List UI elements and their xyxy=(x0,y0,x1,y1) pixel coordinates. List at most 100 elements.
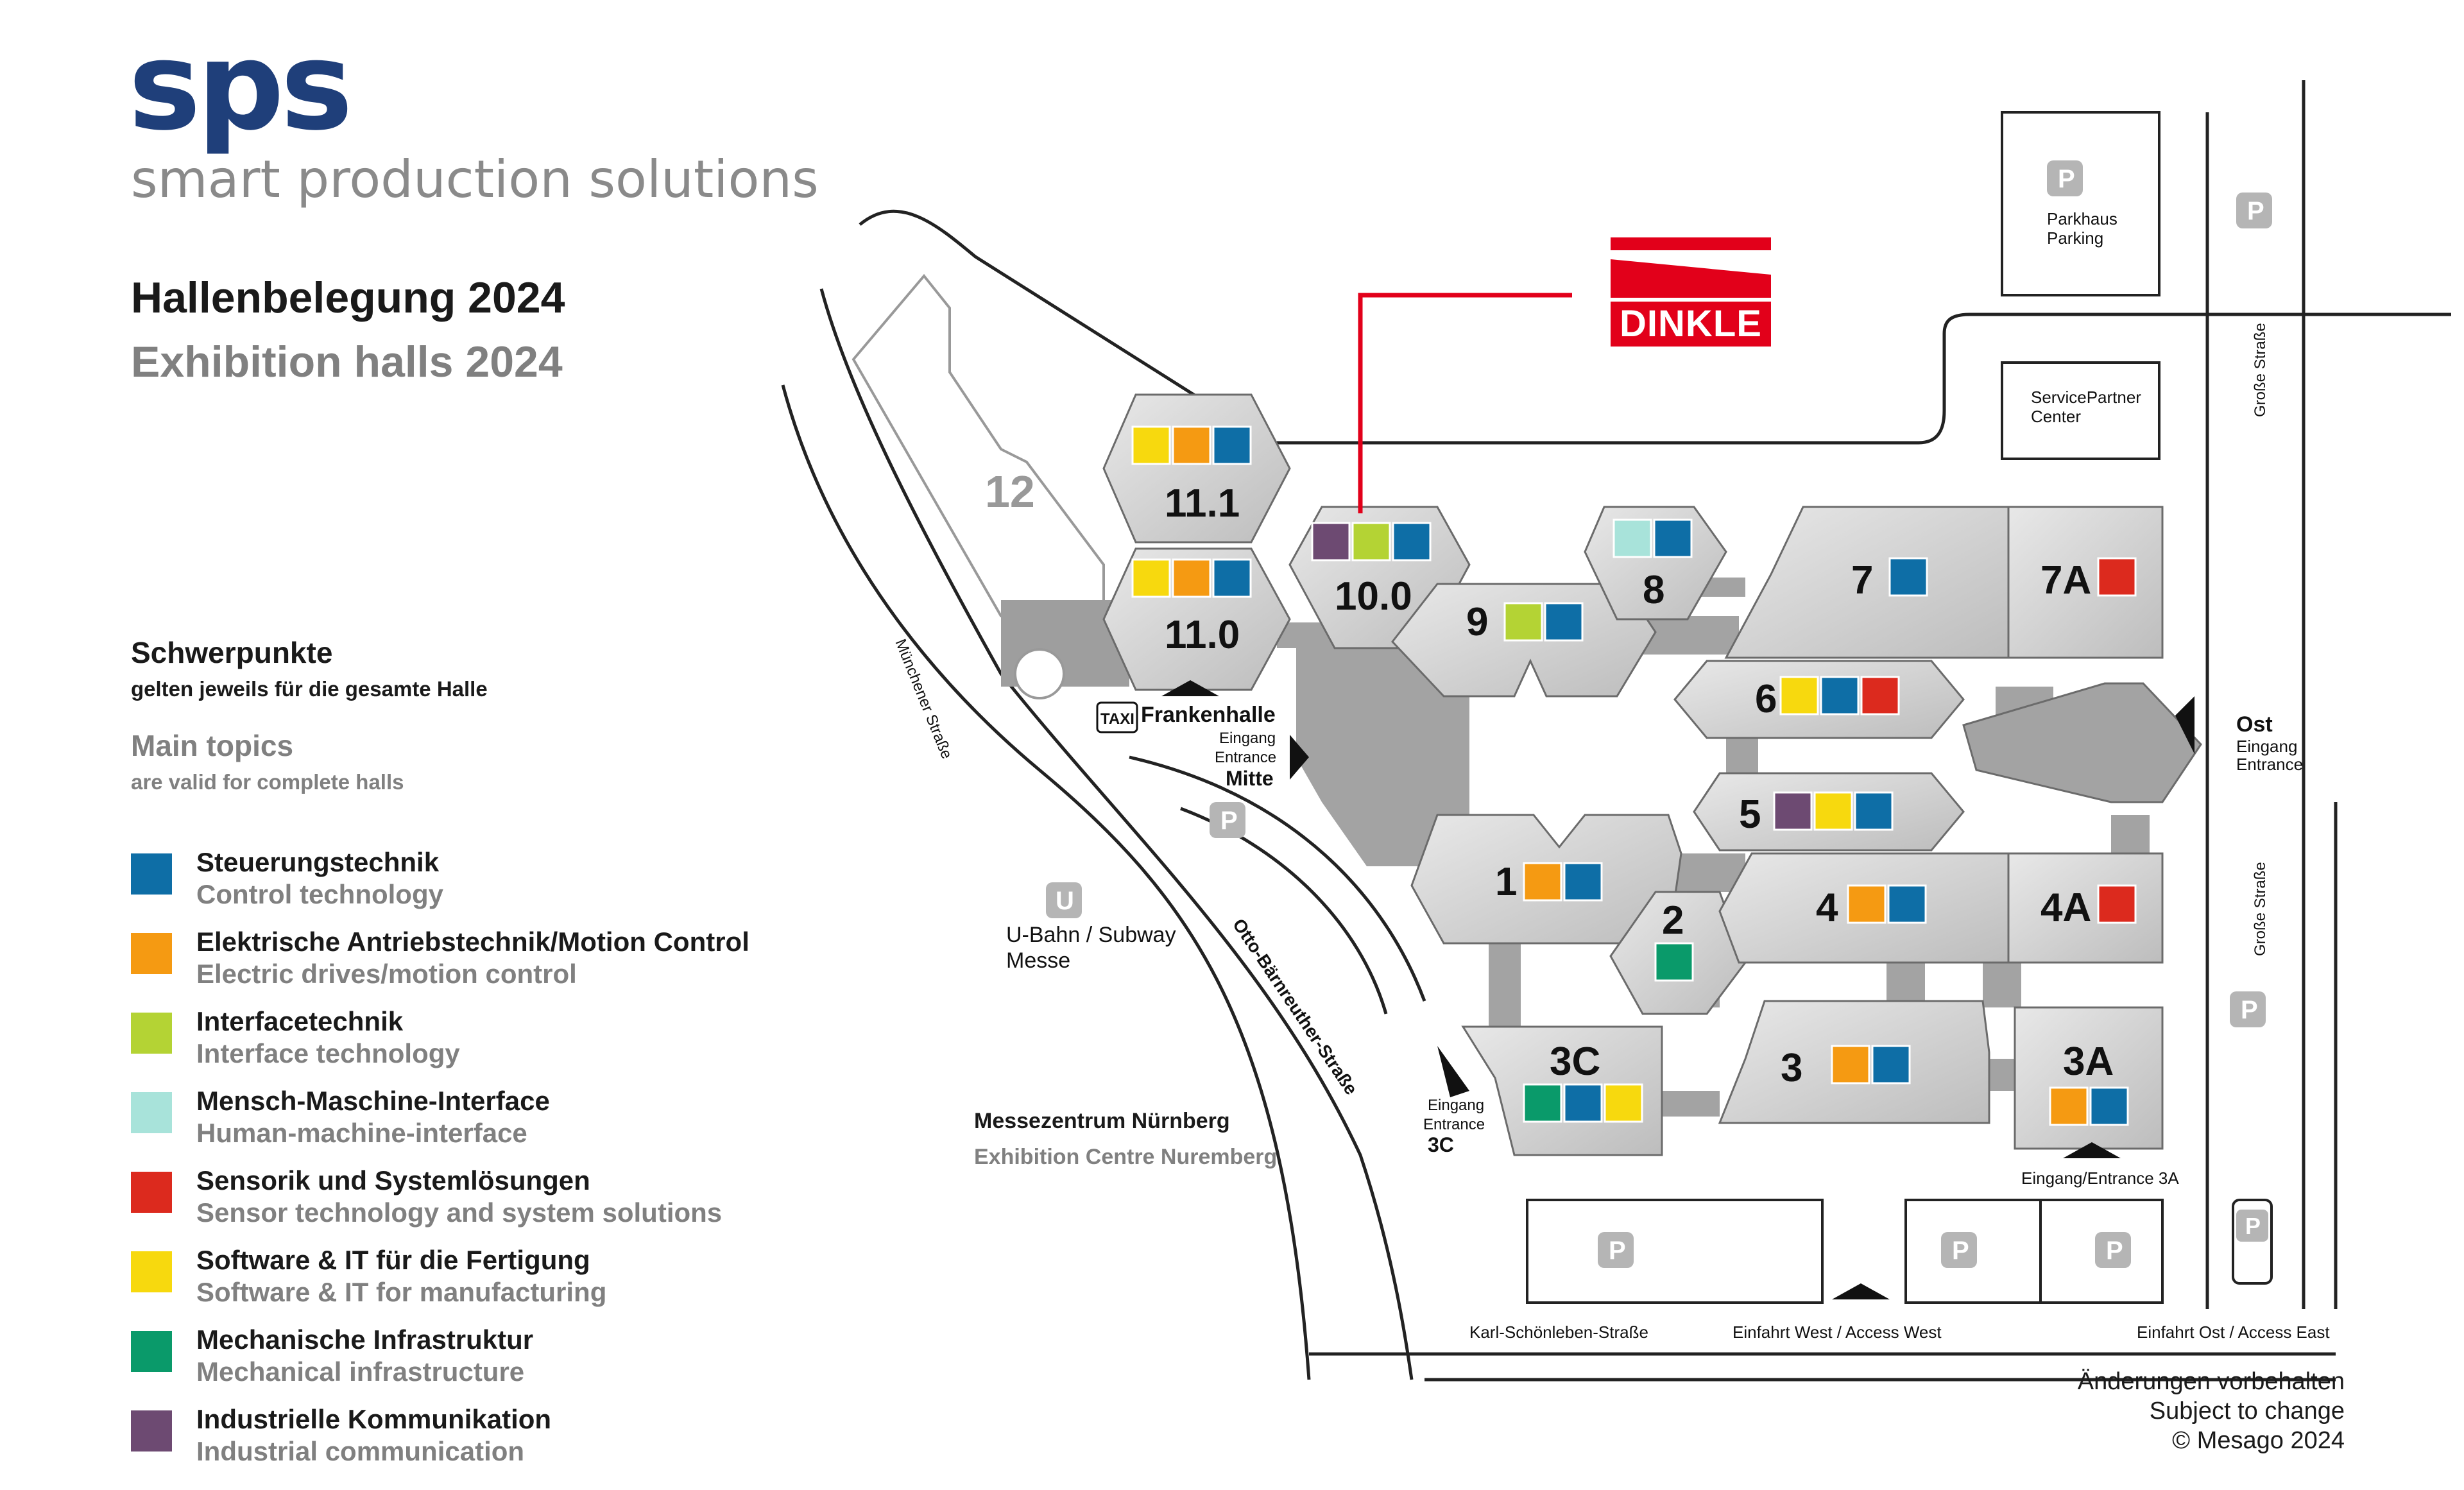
topic-swatch xyxy=(1563,862,1603,902)
svg-text:P: P xyxy=(2245,1213,2261,1239)
legend-label: Interfacetechnik xyxy=(196,1006,404,1036)
topic-swatch xyxy=(1131,425,1171,465)
logo-subtitle: smart production solutions xyxy=(131,150,819,209)
hall-4a-label: 4A xyxy=(2041,886,2091,930)
focus-subheading: gelten jeweils für die gesamte Halle xyxy=(131,677,488,701)
dinkle-logo-bar xyxy=(1611,237,1771,250)
hall-3a-label: 3A xyxy=(2063,1040,2114,1084)
servicepartner-label: ServicePartner xyxy=(2031,388,2141,407)
legend-swatch xyxy=(131,1092,172,1133)
road-north xyxy=(859,209,1220,413)
entrance-ost-label: Ost xyxy=(2236,712,2273,737)
topic-swatch xyxy=(1847,884,1887,924)
legend-label-en: Sensor technology and system solutions xyxy=(196,1197,723,1228)
topic-swatch xyxy=(1831,1045,1870,1084)
hall-4-label: 4 xyxy=(1816,886,1838,930)
topic-swatch xyxy=(1860,676,1900,715)
hall-10-0-label: 10.0 xyxy=(1335,574,1412,619)
topic-swatch xyxy=(2049,1086,2089,1126)
legend-label-en: Software & IT for manufacturing xyxy=(196,1277,607,1307)
focus-subheading-en: are valid for complete halls xyxy=(131,770,404,794)
topic-swatch xyxy=(1212,425,1252,465)
legend-label: Steuerungstechnik xyxy=(196,847,440,877)
topic-swatch xyxy=(1871,1045,1911,1084)
topic-legend: Steuerungstechnik Control technology Ele… xyxy=(131,847,927,1484)
footer-line-3: © Mesago 2024 xyxy=(2172,1427,2345,1454)
road-otto-outer xyxy=(781,384,1311,1380)
hall-12-rotunda xyxy=(1014,648,1065,699)
svg-text:P: P xyxy=(1220,807,1238,835)
hall-8-label: 8 xyxy=(1643,568,1664,612)
topic-swatch xyxy=(1351,522,1391,561)
p-sign: P xyxy=(1210,802,1245,838)
hall-shapes xyxy=(1102,393,2202,1156)
entrance-frankenhalle-arrow xyxy=(1161,680,1219,696)
grosse-strasse-label-2: Große Straße xyxy=(2252,862,2269,956)
hall-12: 12 xyxy=(851,273,1129,699)
u-bahn-sign: U xyxy=(1046,882,1082,918)
parking-lot-west xyxy=(1526,1199,1824,1304)
footer-line-1: Änderungen vorbehalten xyxy=(2077,1368,2345,1395)
road-muenchener xyxy=(819,288,1414,1380)
legend-swatch xyxy=(131,1013,172,1054)
parking-label: Parking xyxy=(2047,228,2103,248)
svg-text:P: P xyxy=(2106,1237,2123,1265)
hall-6-shape xyxy=(1673,660,1965,739)
entrance-mitte-de: Eingang xyxy=(1219,730,1276,747)
legend-item-interface: Interfacetechnik Interface technology xyxy=(131,1006,927,1086)
topic-swatch xyxy=(1172,425,1211,465)
road-north-east xyxy=(1251,313,2451,445)
hall-11-0-label: 11.0 xyxy=(1165,613,1240,657)
hall-5-label: 5 xyxy=(1739,792,1761,837)
topic-swatch xyxy=(1613,518,1652,558)
legend-label: Mensch-Maschine-Interface xyxy=(196,1086,550,1116)
svg-text:P: P xyxy=(2247,197,2264,225)
exhibitor-pointer xyxy=(1358,293,1572,513)
hall-topic-swatches xyxy=(1131,425,2137,1126)
hall-7a-shape xyxy=(2007,506,2164,659)
legend-label: Mechanische Infrastruktur xyxy=(196,1324,534,1355)
east-entrance-hall xyxy=(1962,682,2202,803)
buildings xyxy=(1526,111,2273,1304)
legend-item-control: Steuerungstechnik Control technology xyxy=(131,847,927,927)
dinkle-logo-text: DINKLE xyxy=(1611,302,1771,347)
subway-label-2: Messe xyxy=(1006,948,1070,973)
legend-label-en: Mechanical infrastructure xyxy=(196,1357,525,1387)
p-sign: P xyxy=(1941,1232,1977,1268)
topic-swatch xyxy=(1773,791,1813,831)
topic-swatch xyxy=(1820,676,1860,715)
access-west-label: Einfahrt West / Access West xyxy=(1733,1323,1942,1342)
topic-swatch xyxy=(1854,791,1894,831)
grosse-strasse-label-1: Große Straße xyxy=(2252,323,2269,417)
legend-panel: sps smart production solutions Hallenbel… xyxy=(0,0,937,1490)
legend-swatch xyxy=(131,1251,172,1292)
roads xyxy=(781,80,2451,1382)
footer-note: Änderungen vorbehalten Subject to change… xyxy=(2078,1367,2345,1455)
entrance-3c-arrow xyxy=(1437,1046,1469,1097)
taxi-sign: TAXI xyxy=(1096,701,1138,733)
legend-label: Software & IT für die Fertigung xyxy=(196,1245,590,1275)
entrance-3c-de: Eingang xyxy=(1428,1097,1484,1114)
svg-text:P: P xyxy=(1609,1237,1626,1265)
topic-swatch xyxy=(1392,522,1432,561)
topic-swatch xyxy=(1563,1083,1603,1123)
p-sign: P xyxy=(2095,1232,2131,1268)
topic-swatch xyxy=(1779,676,1819,715)
topic-swatch xyxy=(1887,884,1927,924)
legend-item-software: Software & IT für die Fertigung Software… xyxy=(131,1245,927,1324)
hall-1-label: 1 xyxy=(1495,860,1517,904)
hall-12-label: 12 xyxy=(985,467,1035,517)
entrance-ost-en: Entrance xyxy=(2236,755,2303,774)
page-title: Hallenbelegung 2024 xyxy=(131,273,565,322)
topic-swatch xyxy=(2097,884,2137,924)
venue-name: Messezentrum Nürnberg xyxy=(974,1109,1230,1133)
karl-street-label: Karl-Schönleben-Straße xyxy=(1469,1323,1648,1342)
parkhaus-building xyxy=(2001,111,2160,296)
legend-label-en: Human-machine-interface xyxy=(196,1118,527,1148)
entrance-ost-arrow xyxy=(2175,696,2194,754)
entrance-3a-arrow xyxy=(2063,1142,2121,1158)
topic-swatch xyxy=(2089,1086,2129,1126)
topic-swatch xyxy=(1523,1083,1562,1123)
legend-label-en: Industrial communication xyxy=(196,1436,525,1466)
